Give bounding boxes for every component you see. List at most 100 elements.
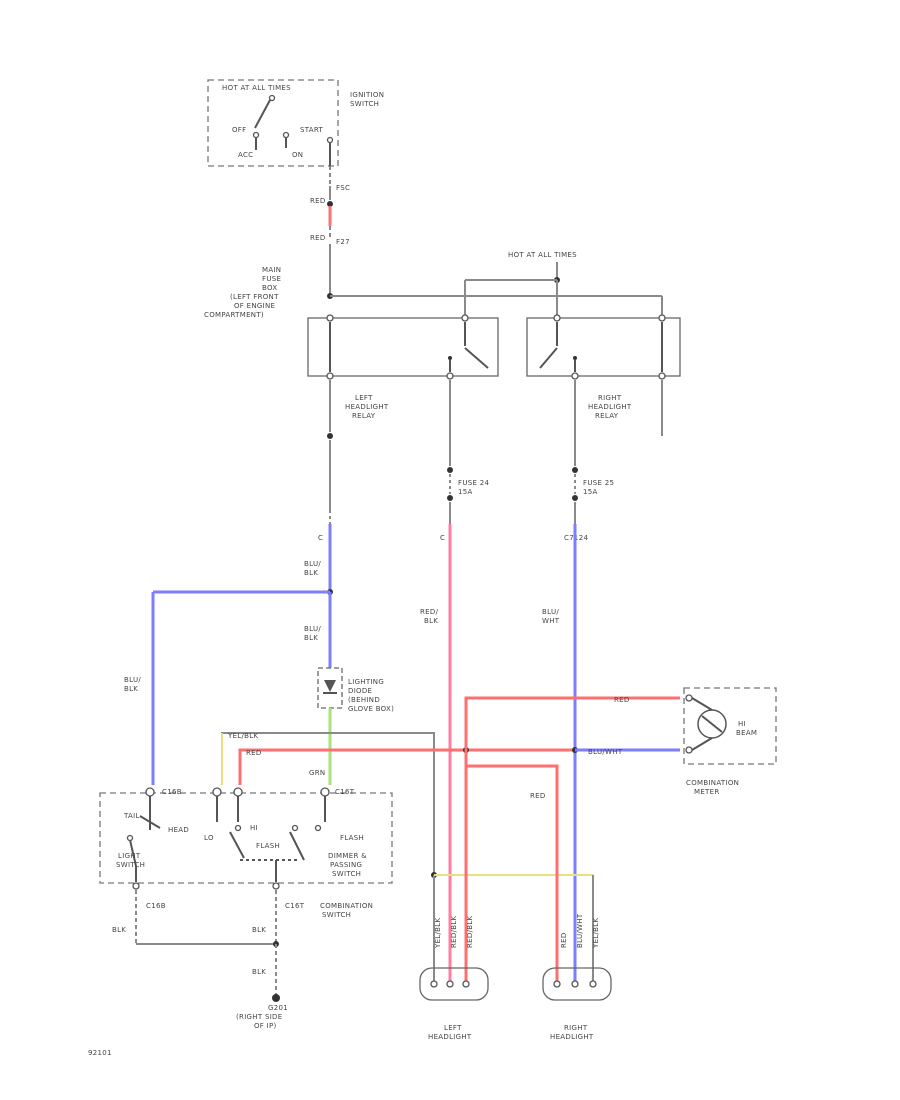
ground-icon — [272, 994, 280, 1002]
left-hl-wire-label-1: YEL/BLK — [434, 918, 442, 949]
c-bot1-label: C16B — [146, 902, 166, 910]
tail-label: TAIL — [123, 812, 140, 820]
blk-label-3: BLK — [252, 968, 266, 976]
dimmer-switch-label-1: DIMMER & — [328, 852, 367, 860]
left-relay-label-1: LEFT — [355, 394, 373, 402]
combination-switch-label-1: COMBINATION — [320, 902, 373, 910]
main-fuse-label-4: (LEFT FRONT — [230, 293, 279, 301]
head-label: HEAD — [168, 826, 189, 834]
red-right-label: RED — [614, 696, 630, 704]
fuse-top2-label: F27 — [336, 238, 350, 246]
main-fuse-label-2: FUSE — [262, 275, 281, 283]
blu-blk-label-2a: BLU/ — [304, 625, 321, 633]
ground-label-1: G201 — [268, 1004, 288, 1012]
blu-blk-label-3a: BLU/ — [124, 676, 141, 684]
left-relay-label-3: RELAY — [352, 412, 376, 420]
combination-switch-label-2: SWITCH — [322, 911, 351, 919]
fuse24-label-1: FUSE 24 — [458, 479, 489, 487]
combination-meter-label-1: COMBINATION — [686, 779, 739, 787]
ignition-switch: HOT AT ALL TIMES IGNITION SWITCH OFF STA… — [207, 79, 384, 167]
ground-wiring: C16B C16T BLK BLK BLK G201 (RIGHT SIDE O… — [112, 882, 305, 1030]
on-label: ON — [292, 151, 303, 159]
right-hl-wire-label-1: RED — [560, 932, 568, 948]
lo-label: LO — [204, 834, 214, 842]
blu-blk-label-1a: BLU/ — [304, 560, 321, 568]
combination-meter-label-2: METER — [694, 788, 720, 796]
blu-wht-right-label: BLU/WHT — [588, 748, 623, 756]
blk-label-2: BLK — [252, 926, 266, 934]
fuse-25-circuit: FUSE 25 15A C7124 BLU/ WHT — [542, 380, 614, 985]
fuse-top-label: FSC — [336, 184, 350, 192]
main-fuse-label-1: MAIN — [262, 266, 281, 274]
right-headlight-label-1: RIGHT — [564, 1024, 588, 1032]
c2-label: C — [440, 534, 445, 542]
flash2-label: FLASH — [340, 834, 364, 842]
right-hl-wire-label-3: YEL/BLK — [592, 918, 600, 949]
ignition-switch-label-2: SWITCH — [350, 100, 379, 108]
dimmer-switch-label-2: PASSING — [330, 861, 362, 869]
left-hl-wire-label-2: RED/BLK — [450, 915, 458, 948]
left-blue-wire: BLU/ BLK — [124, 592, 155, 785]
lighting-diode-label-4: GLOVE BOX) — [348, 705, 394, 713]
fuse24-label-2: 15A — [458, 488, 473, 496]
ground-label-3: OF IP) — [254, 1022, 277, 1030]
right-headlight: RED BLU/WHT YEL/BLK RIGHT HEADLIGHT — [542, 913, 612, 1041]
hot-at-all-times-mid-label: HOT AT ALL TIMES — [508, 251, 577, 259]
flash-label: FLASH — [256, 842, 280, 850]
start-label: START — [300, 126, 324, 134]
blu-blk-label-3b: BLK — [124, 685, 138, 693]
lighting-diode-label-3: (BEHIND — [348, 696, 380, 704]
middle-bus-wires: YEL/BLK RED RED BLU/WHT RED — [221, 696, 680, 985]
combination-meter: HI BEAM COMBINATION METER — [683, 687, 777, 796]
hi-beam-label-2: BEAM — [736, 729, 757, 737]
right-relay-label-2: HEADLIGHT — [588, 403, 632, 411]
right-headlight-label-2: HEADLIGHT — [550, 1033, 594, 1041]
right-relay-label-1: RIGHT — [598, 394, 622, 402]
lighting-diode: LIGHTING DIODE (BEHIND GLOVE BOX) GRN — [309, 667, 394, 785]
red-blk-label-b: BLK — [424, 617, 438, 625]
c-wire1-label: C16B — [162, 788, 182, 796]
c1-label: C — [318, 534, 323, 542]
left-headlight-relay — [307, 314, 499, 380]
main-fuse-label-6: COMPARTMENT) — [204, 311, 264, 319]
fuse-24-circuit: FUSE 24 15A C RED/ BLK — [420, 380, 489, 985]
right-relay-label-3: RELAY — [595, 412, 619, 420]
ground-label-2: (RIGHT SIDE — [236, 1013, 282, 1021]
acc-label: ACC — [238, 151, 253, 159]
left-headlight-label-2: HEADLIGHT — [428, 1033, 472, 1041]
red-mid-label: RED — [246, 749, 262, 757]
figure-id: 92101 — [88, 1049, 112, 1057]
right-hl-wire-label-2: BLU/WHT — [576, 913, 584, 948]
c-bot2-label: C16T — [285, 902, 305, 910]
fuse25-label-1: FUSE 25 — [583, 479, 614, 487]
lighting-diode-label-2: DIODE — [348, 687, 372, 695]
blu-blk-label-1b: BLK — [304, 569, 318, 577]
off-label: OFF — [232, 126, 246, 134]
ignition-switch-label-1: IGNITION — [350, 91, 384, 99]
red-vert-label: RED — [530, 792, 546, 800]
main-fuse-box-label: MAIN FUSE BOX (LEFT FRONT OF ENGINE COMP… — [204, 266, 281, 319]
left-relay-output-wire: C BLU/ BLK BLU/ BLK — [153, 380, 333, 668]
hot-at-all-times-top-label: HOT AT ALL TIMES — [222, 84, 291, 92]
grn-label: GRN — [309, 769, 325, 777]
red-label-2: RED — [310, 234, 326, 242]
left-headlight: YEL/BLK RED/BLK RED/BLK LEFT HEADLIGHT — [419, 915, 489, 1041]
c-wire2-label: C16T — [335, 788, 355, 796]
blu-wht-label-b: WHT — [542, 617, 560, 625]
dimmer-switch-label-3: SWITCH — [332, 870, 361, 878]
red-label-1: RED — [310, 197, 326, 205]
combination-switch: C16B C16T HEAD TAIL LO HI FLASH FLASH LI… — [99, 787, 393, 884]
ignition-feed-wire: FSC RED RED F27 — [310, 166, 350, 299]
red-blk-label-a: RED/ — [420, 608, 439, 616]
right-headlight-relay — [526, 314, 681, 436]
hot-bus: HOT AT ALL TIMES — [330, 251, 663, 318]
hi-label: HI — [250, 824, 258, 832]
light-switch-label-1: LIGHT — [118, 852, 141, 860]
fuse25-label-2: 15A — [583, 488, 598, 496]
hi-beam-label-1: HI — [738, 720, 746, 728]
main-fuse-label-3: BOX — [262, 284, 277, 292]
blu-wht-label-a: BLU/ — [542, 608, 559, 616]
light-switch-label-2: SWITCH — [116, 861, 145, 869]
blu-blk-label-2b: BLK — [304, 634, 318, 642]
